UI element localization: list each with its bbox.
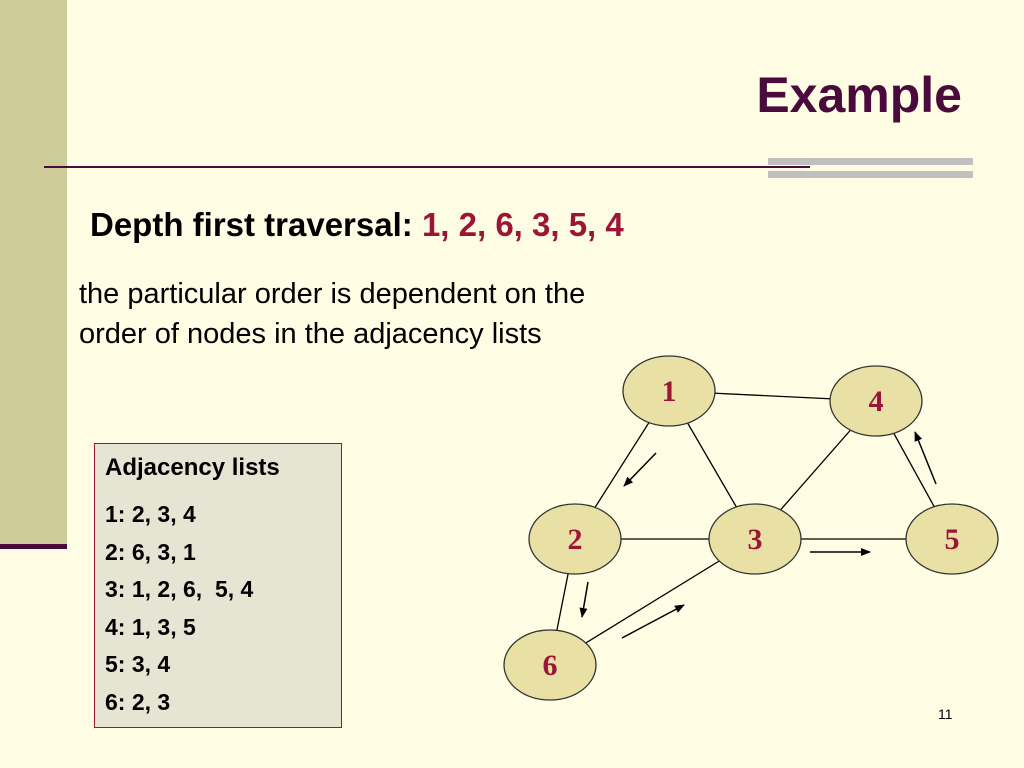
page-number: 11 [938,706,953,722]
graph-node-6: 6 [503,629,597,701]
adjacency-entry-5: 5: 3, 4 [105,651,171,677]
node-4-label: 4 [869,385,884,418]
traversal-heading-label: Depth first traversal: [90,206,413,243]
node-2-label: 2 [568,523,583,556]
traversal-arrow-2-to-6 [579,581,589,618]
node-1-label: 1 [662,375,677,408]
graph-nodes: 1 2 3 4 5 6 [503,355,999,701]
node-5-label: 5 [945,523,960,556]
traversal-arrow-5-to-4 [914,431,937,485]
adjacency-entry-3: 3: 1, 2, 6, 5, 4 [105,576,254,602]
node-6-shape [503,629,597,701]
node-3-shape [708,503,802,575]
title-rule-bar-top [768,158,973,165]
node-4-shape [829,365,923,437]
node-6-label: 6 [543,649,558,682]
traversal-arrows [579,431,937,639]
node-1-shape [622,355,716,427]
traversal-arrow-1-to-2 [623,452,657,487]
graph-node-5: 5 [905,503,999,575]
adjacency-entry-1: 1: 2, 3, 4 [105,501,196,527]
graph-node-2: 2 [528,503,622,575]
left-decorative-band [0,0,67,545]
adjacency-lists-box: Adjacency lists 1: 2, 3, 4 2: 6, 3, 1 3:… [94,443,342,728]
order-note: the particular order is dependent on the… [79,278,586,350]
left-band-accent-line [0,544,67,549]
adjacency-entry-4: 4: 1, 3, 5 [105,613,196,640]
traversal-heading: Depth first traversal: 1, 2, 6, 3, 5, 4 [90,206,624,244]
adjacency-entry-6: 6: 2, 3 [105,688,171,715]
graph-node-3: 3 [708,503,802,575]
node-2-shape [528,503,622,575]
title-rule-bar-bottom [768,171,973,178]
node-5-shape [905,503,999,575]
graph-node-1: 1 [622,355,716,427]
traversal-sequence: 1, 2, 6, 3, 5, 4 [421,206,624,243]
adjacency-entry-2: 2: 6, 3, 1 [105,538,196,565]
title-rule [44,166,810,168]
adjacency-list: 1: 2, 3, 4 2: 6, 3, 1 3: 1, 2, 6, 5, 4 4… [105,496,341,721]
graph-node-4: 4 [829,365,923,437]
node-3-label: 3 [748,523,763,556]
slide-title: Example [756,67,962,123]
traversal-arrow-6-to-3 [621,604,685,639]
adjacency-lists-title: Adjacency lists [105,454,280,481]
